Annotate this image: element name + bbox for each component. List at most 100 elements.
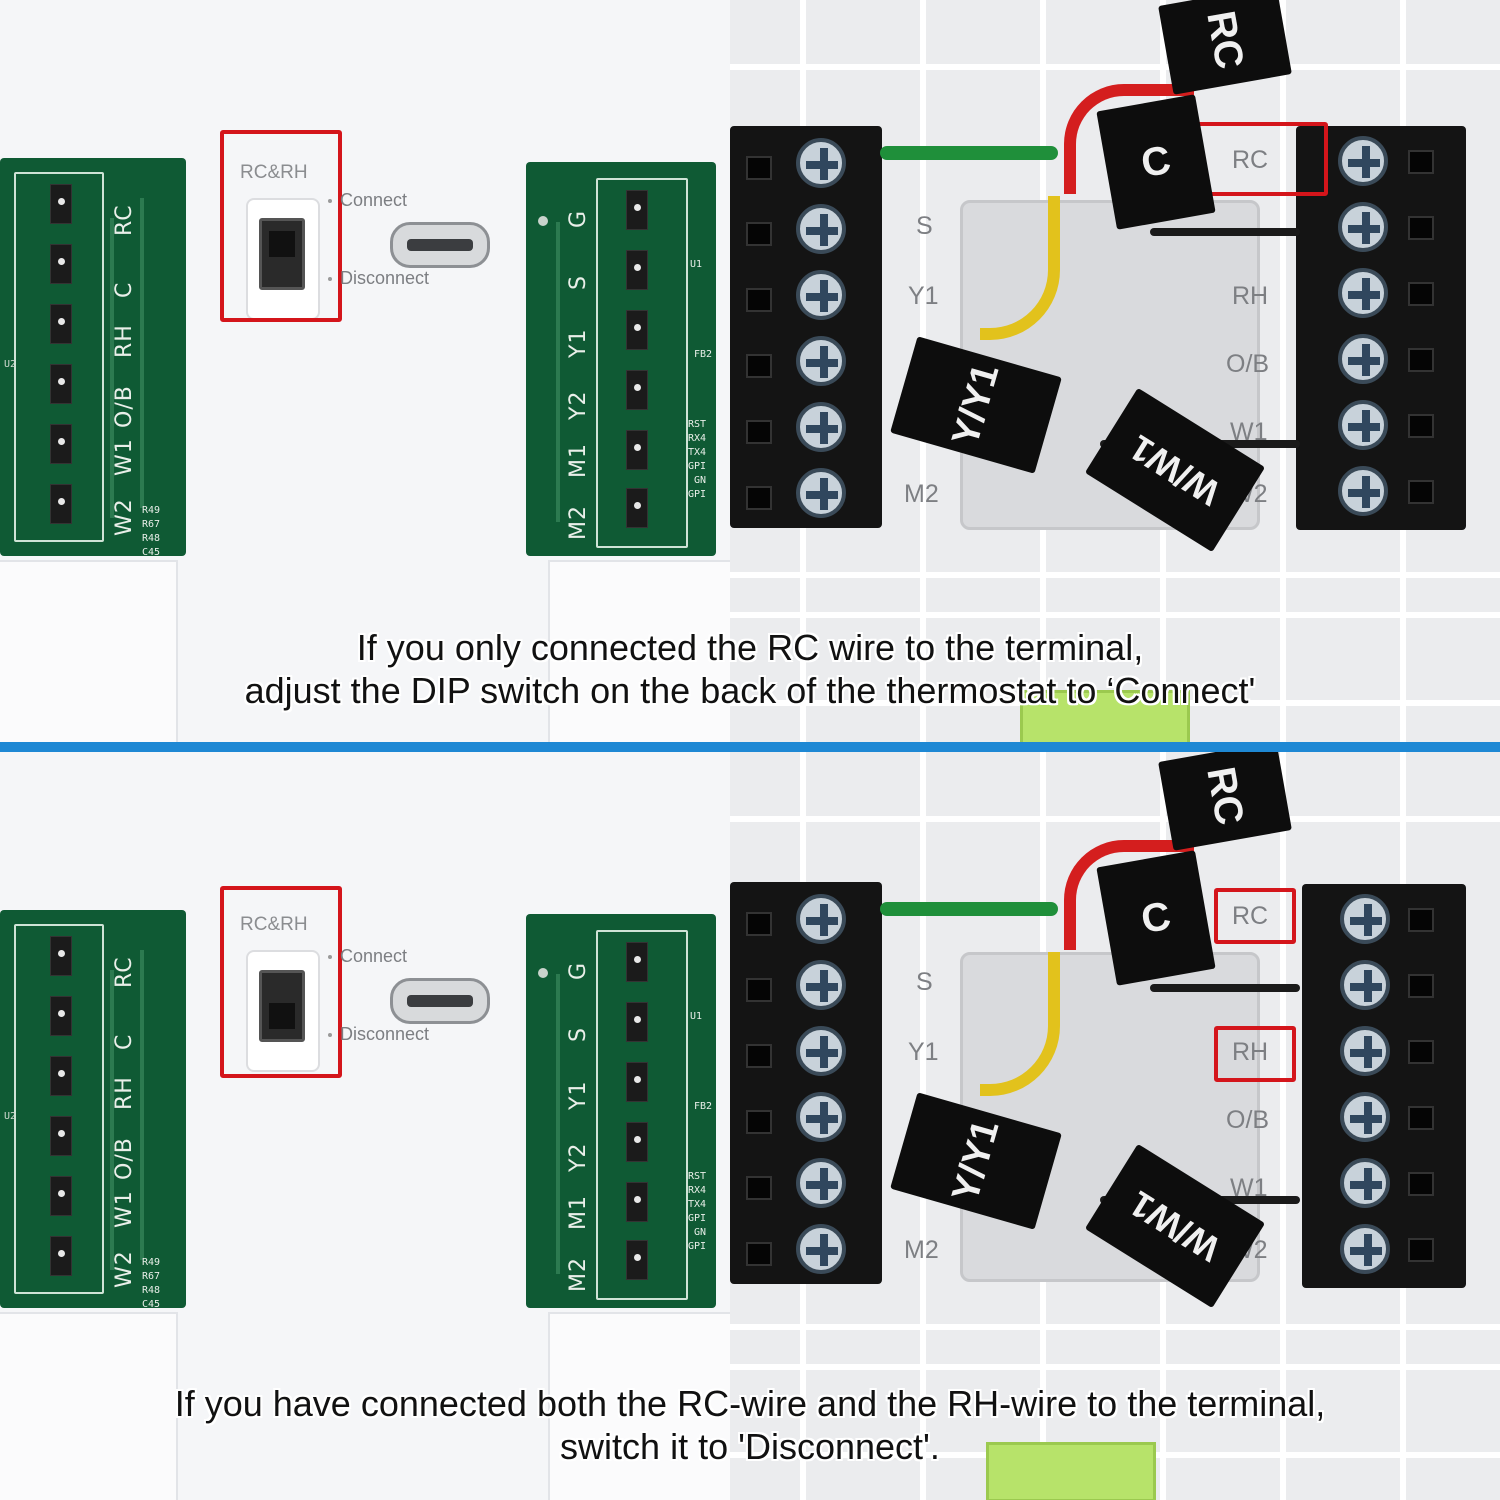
disconnect-label: Disconnect	[328, 1024, 429, 1045]
dip-switch-highlight	[220, 130, 342, 322]
green-wire	[880, 902, 1058, 916]
pcb-label: O/B	[112, 385, 137, 428]
dip-switch	[259, 970, 305, 1042]
pcb-label: RH	[112, 324, 137, 358]
pcb-label: Y1	[566, 328, 591, 358]
terminal-label: M2	[904, 1236, 939, 1264]
bubble-level	[1020, 690, 1190, 742]
bubble-level	[986, 1442, 1156, 1500]
terminal-block-right	[1296, 126, 1466, 530]
pcb-u1-label: U1	[690, 259, 703, 270]
wiring-base: S Y1 M M2 RC RH O/B W1 W2 C Y/Y1 W/W1 RC	[730, 0, 1500, 742]
caption-line: adjust the DIP switch on the back of the…	[244, 670, 1256, 711]
green-wire	[880, 146, 1058, 160]
pcb-component-codes: RST RX4 TX4 GPI GN GPI	[688, 419, 707, 500]
terminal-label: M2	[904, 480, 939, 508]
terminal-block-left	[730, 882, 882, 1284]
pcb-label: RH	[112, 1076, 137, 1110]
pcb-label: G	[566, 961, 591, 980]
connect-label: Connect	[328, 946, 407, 967]
circuit-board-right: G S Y1 Y2 M1 M2 RST RX4 TX4 GPI GN GPI F…	[526, 914, 716, 1308]
caption-line: switch it to 'Disconnect'.	[560, 1426, 940, 1467]
wire-tag-c: C	[1096, 94, 1216, 230]
dip-switch-highlight	[220, 886, 342, 1078]
pcb-u2-label: U2	[4, 359, 17, 370]
pcb-component-codes: RST RX4 TX4 GPI GN GPI	[688, 1171, 707, 1252]
circuit-board-left: RC C RH O/B W1 W2 R49 R67 R48 C45 U2	[0, 158, 186, 558]
pcb-label: S	[566, 275, 591, 290]
pcb-label: RC	[112, 204, 137, 236]
circuit-board-right: G S Y1 Y2 M1 M2 RST RX4 TX4 GPI GN GPI F…	[526, 162, 716, 556]
circuit-board-left: RC C RH O/B W1 W2 R49 R67 R48 C45 U2	[0, 910, 186, 1310]
pcb-label: Y1	[566, 1080, 591, 1110]
dip-switch-area: RC&RH	[222, 882, 342, 1074]
black-wire	[1150, 228, 1300, 236]
pcb-fb2-label: FB2	[694, 1101, 713, 1112]
caption-line: If you only connected the RC wire to the…	[356, 627, 1144, 668]
housing-ledge	[548, 1312, 730, 1500]
panel-divider	[0, 742, 1500, 752]
pcb-label: Y2	[566, 390, 591, 420]
terminal-label: Y1	[908, 282, 939, 310]
connect-label: Connect	[328, 190, 407, 211]
pcb-label: M2	[566, 1257, 591, 1292]
thermostat-back: RC C RH O/B W1 W2 R49 R67 R48 C45 U2 RC&…	[0, 0, 730, 742]
terminal-label: Y1	[908, 1038, 939, 1066]
terminal-block-right	[1302, 884, 1466, 1288]
pcb-label: C	[112, 1033, 137, 1050]
pcb-label: M2	[566, 505, 591, 540]
caption: If you have connected both the RC-wire a…	[0, 1382, 1500, 1468]
pcb-u2-label: U2	[4, 1111, 17, 1122]
dip-switch-area: RC&RH	[222, 130, 342, 322]
terminal-label: S	[916, 968, 933, 996]
terminal-label-rh: RH	[1232, 282, 1269, 310]
pcb-label: W1	[112, 438, 137, 476]
wire-tag-rc: RC	[1158, 0, 1292, 95]
pcb-label: C	[112, 281, 137, 298]
usb-port-icon	[390, 222, 490, 268]
pcb-u1-label: U1	[690, 1011, 703, 1022]
dip-switch-housing	[246, 950, 320, 1072]
terminal-block-left	[730, 126, 882, 528]
dip-switch-header: RC&RH	[240, 162, 308, 183]
dip-switch	[259, 218, 305, 290]
usb-port-icon	[390, 978, 490, 1024]
disconnect-label: Disconnect	[328, 268, 429, 289]
pcb-label: RC	[112, 956, 137, 988]
terminal-label-ob: O/B	[1226, 1106, 1270, 1134]
thermostat-back: RC C RH O/B W1 W2 R49 R67 R48 C45 U2 RC&…	[0, 752, 730, 1500]
pcb-label: S	[566, 1027, 591, 1042]
pcb-component-codes: R49 R67 R48 C45	[142, 1257, 161, 1310]
rh-terminal-highlight	[1214, 1026, 1296, 1082]
terminal-label-rc: RC	[1232, 902, 1269, 930]
terminal-label-rh: RH	[1232, 1038, 1269, 1066]
housing-ledge	[548, 560, 730, 742]
pcb-label: O/B	[112, 1137, 137, 1180]
pcb-label: G	[566, 209, 591, 228]
caption-line: If you have connected both the RC-wire a…	[174, 1383, 1326, 1424]
rc-terminal-highlight	[1214, 888, 1296, 944]
wire-tag-c: C	[1096, 850, 1216, 986]
pcb-label: W2	[112, 498, 137, 536]
rc-terminal-highlight	[1196, 122, 1328, 196]
dip-switch-housing	[246, 198, 320, 320]
terminal-label: S	[916, 212, 933, 240]
black-wire	[1150, 984, 1300, 992]
pcb-fb2-label: FB2	[694, 349, 713, 360]
pcb-label: W1	[112, 1190, 137, 1228]
dip-switch-header: RC&RH	[240, 914, 308, 935]
pcb-label: W2	[112, 1250, 137, 1288]
terminal-label-ob: O/B	[1226, 350, 1270, 378]
pcb-label: Y2	[566, 1142, 591, 1172]
housing-ledge	[0, 1312, 178, 1500]
housing-ledge	[0, 560, 178, 742]
instruction-panel-connect: RC C RH O/B W1 W2 R49 R67 R48 C45 U2 RC&…	[0, 0, 1500, 742]
instruction-panel-disconnect: RC C RH O/B W1 W2 R49 R67 R48 C45 U2 RC&…	[0, 752, 1500, 1500]
pcb-label: M1	[566, 1195, 591, 1230]
caption: If you only connected the RC wire to the…	[0, 626, 1500, 712]
wiring-base: S Y1 M M2 RC RH O/B W1 W2 C Y/Y1 W/W1 RC	[730, 752, 1500, 1500]
pcb-component-codes: R49 R67 R48 C45	[142, 505, 161, 558]
wire-tag-rc: RC	[1158, 752, 1292, 851]
terminal-label-rc: RC	[1232, 146, 1269, 174]
pcb-label: M1	[566, 443, 591, 478]
